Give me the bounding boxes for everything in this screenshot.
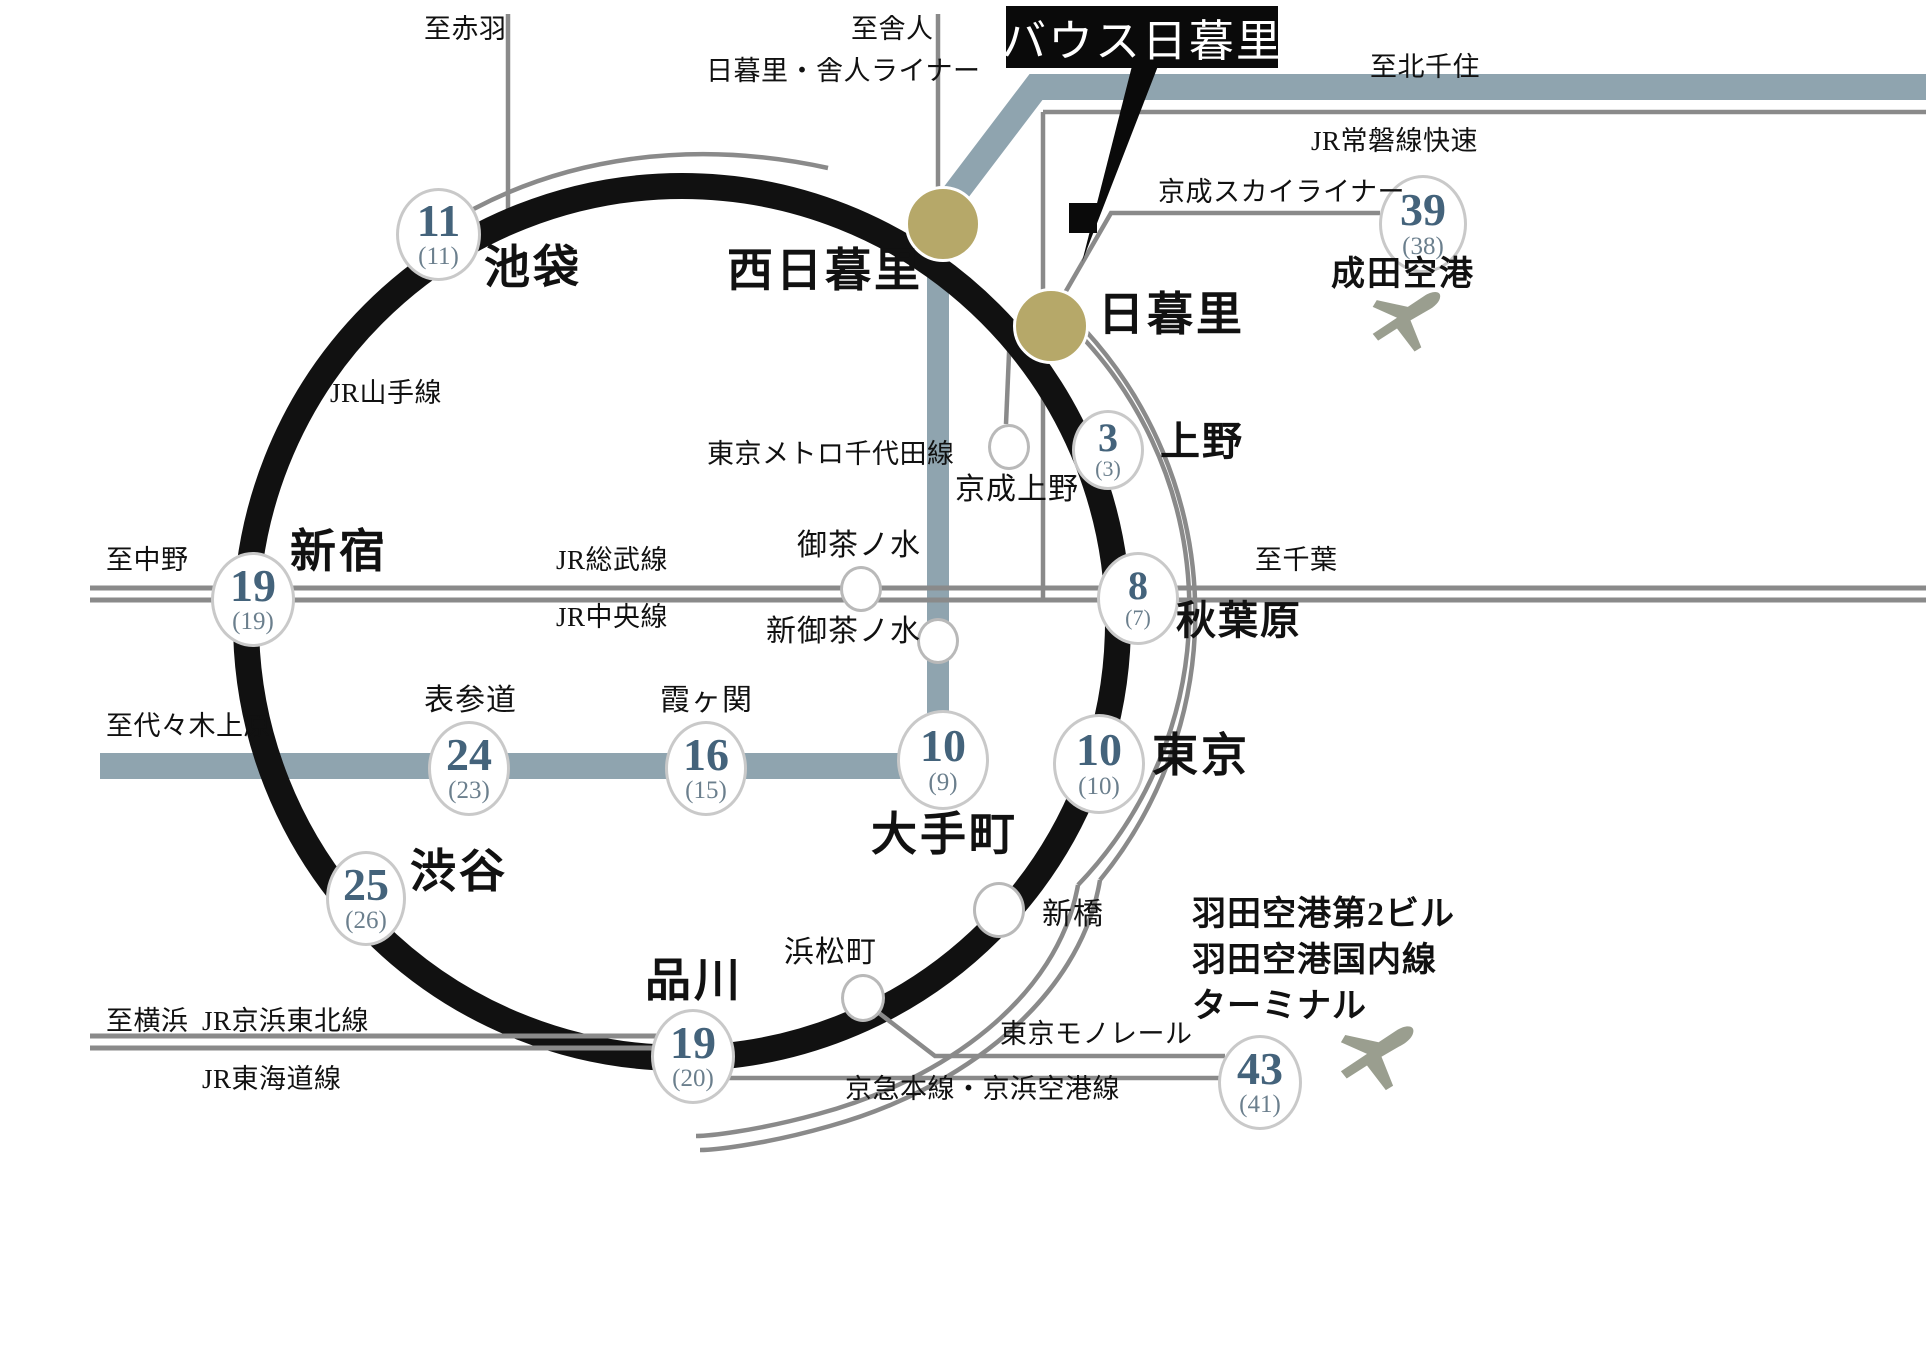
badge-subnumber: (20)	[672, 1065, 714, 1093]
property-marker-icon	[1069, 203, 1097, 233]
badge-subnumber: (11)	[418, 243, 459, 271]
callout-pointer	[1082, 66, 1158, 262]
line-tokyo-monorail	[860, 998, 1225, 1059]
station-dot-shimbashi[interactable]	[973, 882, 1025, 938]
badge-number: 11	[416, 194, 461, 246]
direction-label-nakano: 至中野	[106, 545, 189, 575]
badge-number: 16	[683, 728, 729, 780]
airplane-icon-narita	[1372, 292, 1441, 352]
station-label-akihabara: 秋葉原	[1176, 598, 1302, 643]
station-label-ikebukuro: 池袋	[484, 242, 582, 293]
line-label-keikyu-airport: 京急本線・京浜空港線	[845, 1074, 1120, 1104]
line-label-tokyo-monorail: 東京モノレール	[1000, 1019, 1193, 1049]
property-title-banner: バウス日暮里	[1001, 6, 1281, 68]
station-badge-narita[interactable]: 39 (38)	[1379, 175, 1467, 273]
station-label-nishinippori: 西日暮里	[727, 245, 923, 296]
station-badge-shinagawa[interactable]: 19 (20)	[651, 1009, 735, 1104]
line-label-keihin-tohoku: JR京浜東北線	[202, 1006, 370, 1036]
line-label-tokaido: JR東海道線	[202, 1064, 342, 1094]
badge-subnumber: (26)	[345, 907, 387, 935]
direction-label-yokohama: 至横浜	[106, 1006, 189, 1036]
badge-number: 19	[670, 1016, 716, 1068]
badge-subnumber: (3)	[1095, 456, 1121, 482]
station-badge-shinjuku[interactable]: 19 (19)	[211, 552, 295, 647]
line-label-chuo: JR中央線	[556, 602, 669, 632]
line-label-chiyoda: 東京メトロ千代田線	[707, 439, 955, 469]
station-label-shinagawa: 品川	[645, 955, 743, 1006]
station-label-shinochanomizu: 新御茶ノ水	[766, 615, 921, 648]
station-badge-tokyo[interactable]: 10 (10)	[1053, 714, 1145, 814]
badge-subnumber: (38)	[1402, 232, 1444, 260]
line-label-yamanote: JR山手線	[330, 378, 443, 408]
badge-number: 24	[446, 728, 492, 780]
station-label-shimbashi: 新橋	[1042, 898, 1104, 931]
station-dot-hamamatsucho[interactable]	[841, 974, 885, 1022]
line-tokaido-south	[695, 884, 1081, 1139]
station-label-shinjuku: 新宿	[290, 526, 388, 577]
badge-number: 19	[230, 559, 276, 611]
direction-label-yoyogiuehara: 至代々木上原	[106, 711, 271, 741]
station-badge-ueno[interactable]: 3 (3)	[1072, 410, 1144, 490]
badge-number: 8	[1128, 563, 1148, 609]
station-label-tokyo: 東京	[1152, 730, 1250, 781]
direction-label-toneri: 至舎人	[851, 14, 934, 44]
badge-subnumber: (19)	[232, 608, 274, 636]
badge-number: 3	[1098, 414, 1118, 460]
line-keihin-tohoku-inner	[1083, 328, 1198, 882]
station-badge-kasumigaseki[interactable]: 16 (15)	[665, 721, 747, 816]
badge-subnumber: (15)	[685, 777, 727, 805]
badge-subnumber: (10)	[1078, 772, 1120, 800]
station-dot-nishinippori[interactable]	[905, 186, 981, 262]
station-badge-ikebukuro[interactable]: 11 (11)	[396, 188, 481, 281]
airport-label-haneda-line3: ターミナル	[1192, 988, 1367, 1025]
badge-number: 43	[1237, 1042, 1283, 1094]
badge-subnumber: (41)	[1239, 1091, 1281, 1119]
line-keihin-tohoku-south	[699, 879, 1103, 1153]
station-dot-ochanomizu[interactable]	[840, 566, 882, 612]
line-chiyoda-north	[924, 74, 1926, 228]
station-badge-omotesando[interactable]: 24 (23)	[428, 721, 510, 816]
station-badge-akihabara[interactable]: 8 (7)	[1097, 552, 1179, 645]
badge-number: 39	[1400, 184, 1446, 236]
station-label-ueno: 上野	[1160, 419, 1244, 464]
line-loop-outline-top	[439, 151, 829, 230]
station-label-kasumigaseki: 霞ヶ関	[660, 684, 753, 717]
line-label-toneri-liner: 日暮里・舎人ライナー	[706, 56, 981, 86]
station-label-otemachi: 大手町	[871, 809, 1018, 860]
station-label-hamamatsucho: 浜松町	[784, 936, 877, 969]
station-badge-shibuya[interactable]: 25 (26)	[326, 851, 406, 946]
line-tokaido-inner	[1061, 316, 1192, 887]
line-label-keisei-skyliner: 京成スカイライナー	[1158, 177, 1405, 207]
station-dot-nippori[interactable]	[1013, 288, 1089, 364]
airport-label-haneda-line1: 羽田空港第2ビル	[1192, 896, 1455, 933]
station-badge-otemachi[interactable]: 10 (9)	[897, 710, 989, 810]
direction-label-chiba: 至千葉	[1255, 545, 1338, 575]
station-label-keiseiueno: 京成上野	[955, 473, 1079, 506]
property-title-text: バウス日暮里	[1001, 17, 1283, 66]
badge-subnumber: (23)	[448, 777, 490, 805]
station-label-shibuya: 渋谷	[410, 846, 508, 897]
station-dot-keiseiueno[interactable]	[988, 424, 1030, 470]
station-badge-haneda[interactable]: 43 (41)	[1218, 1035, 1302, 1130]
badge-subnumber: (7)	[1125, 604, 1151, 630]
badge-number: 25	[343, 858, 389, 910]
station-dot-shinochanomizu[interactable]	[917, 618, 959, 664]
airplane-icon-haneda	[1340, 1026, 1414, 1091]
direction-label-akabane: 至赤羽	[424, 14, 507, 44]
line-label-joban-rapid: JR常磐線快速	[1311, 126, 1479, 156]
badge-number: 10	[920, 720, 966, 772]
badge-number: 10	[1076, 724, 1122, 776]
station-label-narita: 成田空港	[1331, 256, 1475, 293]
airport-label-haneda-line2: 羽田空港国内線	[1192, 942, 1437, 979]
station-label-omotesando: 表参道	[424, 684, 517, 717]
direction-label-kitasenju: 至北千住	[1370, 52, 1480, 82]
line-label-sobu: JR総武線	[556, 545, 669, 575]
station-label-nippori: 日暮里	[1098, 289, 1245, 340]
badge-subnumber: (9)	[928, 768, 958, 796]
station-label-ochanomizu: 御茶ノ水	[797, 529, 921, 562]
